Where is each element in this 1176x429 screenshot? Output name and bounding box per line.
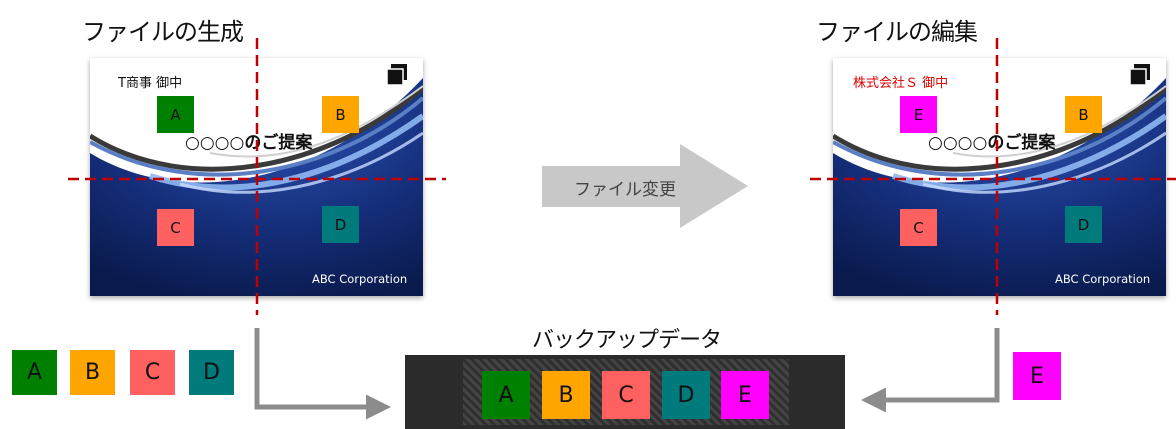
addressee-text: T商事 御中: [118, 76, 183, 91]
block-d: D: [1065, 206, 1102, 243]
corporation-name: ABC Corporation: [312, 272, 408, 286]
addressee-text: 株式会社Ｓ 御中: [853, 76, 949, 91]
right-connector: [861, 328, 1000, 413]
block-c: C: [900, 209, 937, 246]
backup-block-c: C: [602, 371, 650, 419]
right-slide-thumbnail[interactable]: 株式会社Ｓ 御中 ○○○○のご提案 ABC Corporation E B C …: [833, 58, 1166, 296]
block-c: C: [157, 209, 194, 246]
backup-block-e: E: [721, 371, 769, 419]
proposal-title: ○○○○のご提案: [928, 133, 1056, 153]
source-block-c: C: [130, 350, 175, 395]
block-b: B: [322, 96, 359, 133]
block-a: A: [157, 96, 194, 133]
backup-container: A B C D E: [405, 355, 845, 429]
left-connector: [254, 328, 391, 420]
left-title: ファイルの生成: [82, 18, 244, 46]
source-block-a: A: [12, 350, 57, 395]
block-b: B: [1065, 96, 1102, 133]
right-title: ファイルの編集: [816, 18, 978, 46]
source-block-d: D: [189, 350, 234, 395]
block-e: E: [900, 96, 937, 133]
backup-block-b: B: [542, 371, 590, 419]
change-arrow-label: ファイル変更: [574, 180, 676, 200]
copy-pages-icon: [1128, 63, 1152, 87]
proposal-title: ○○○○のご提案: [185, 133, 313, 153]
change-arrow-shape: [542, 144, 748, 228]
backup-block-a: A: [482, 371, 530, 419]
backup-block-d: D: [662, 371, 710, 419]
copy-pages-icon: [385, 63, 409, 87]
source-block-b: B: [70, 350, 115, 395]
edit-block-e: E: [1013, 352, 1061, 400]
corporation-name: ABC Corporation: [1055, 272, 1151, 286]
block-d: D: [322, 206, 359, 243]
backup-title: バックアップデータ: [532, 328, 722, 353]
